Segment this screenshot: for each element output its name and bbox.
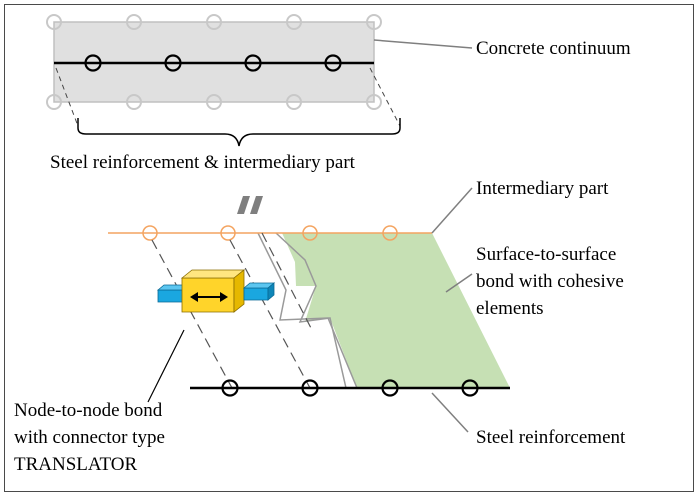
- leader-steel: [431, 392, 469, 433]
- concrete-node: [206, 94, 222, 110]
- figure-frame: [4, 4, 694, 492]
- section-cut-line: [275, 232, 347, 389]
- translator-connector-icon: [156, 269, 276, 313]
- label-intermediary-part: Intermediary part: [476, 178, 609, 199]
- section-cut-line: [257, 232, 358, 389]
- concrete-node: [286, 94, 302, 110]
- steel-node: [164, 54, 182, 72]
- label-surface-bond-3: elements: [476, 298, 544, 319]
- concrete-node: [46, 14, 62, 30]
- cohesive-elements-region: [282, 233, 510, 388]
- label-surface-bond-1: Surface-to-surface: [476, 244, 616, 265]
- concrete-node: [286, 14, 302, 30]
- steel-node: [84, 54, 102, 72]
- break-mark: [237, 196, 263, 214]
- detail-panel: [108, 187, 510, 433]
- concrete-node: [126, 94, 142, 110]
- intermediary-node: [382, 225, 398, 241]
- steel-node: [324, 54, 342, 72]
- concrete-node: [126, 14, 142, 30]
- label-steel-reinforcement: Steel reinforcement: [476, 427, 626, 448]
- connector-dashes: [151, 232, 313, 389]
- steel-node: [244, 54, 262, 72]
- guide-dashes-top: [55, 67, 401, 127]
- leader-translator: [147, 329, 185, 403]
- leader-cohesive: [445, 273, 473, 293]
- concrete-node: [366, 14, 382, 30]
- steel-nodes-bottom: [221, 379, 479, 397]
- concrete-continuum-panel: [46, 14, 473, 147]
- concrete-node: [206, 14, 222, 30]
- steel-node: [221, 379, 239, 397]
- brace: [77, 118, 401, 147]
- label-node-bond-2: with connector type: [14, 427, 165, 448]
- intermediary-node: [302, 225, 318, 241]
- intermediary-nodes: [142, 225, 398, 241]
- label-surface-bond-2: bond with cohesive: [476, 271, 624, 292]
- label-node-bond-1: Node-to-node bond: [14, 400, 163, 421]
- steel-nodes-top: [84, 54, 342, 72]
- steel-node: [381, 379, 399, 397]
- steel-node: [301, 379, 319, 397]
- label-node-bond-3: TRANSLATOR: [14, 454, 137, 475]
- intermediary-node: [220, 225, 236, 241]
- concrete-nodes: [46, 14, 382, 110]
- concrete-node: [46, 94, 62, 110]
- concrete-node: [366, 94, 382, 110]
- label-concrete-continuum: Concrete continuum: [476, 38, 631, 59]
- leader-concrete: [373, 39, 473, 49]
- intermediary-node: [142, 225, 158, 241]
- label-steel-reinforcement-intermediary: Steel reinforcement & intermediary part: [50, 152, 356, 173]
- leader-intermediary: [431, 187, 473, 234]
- steel-node: [461, 379, 479, 397]
